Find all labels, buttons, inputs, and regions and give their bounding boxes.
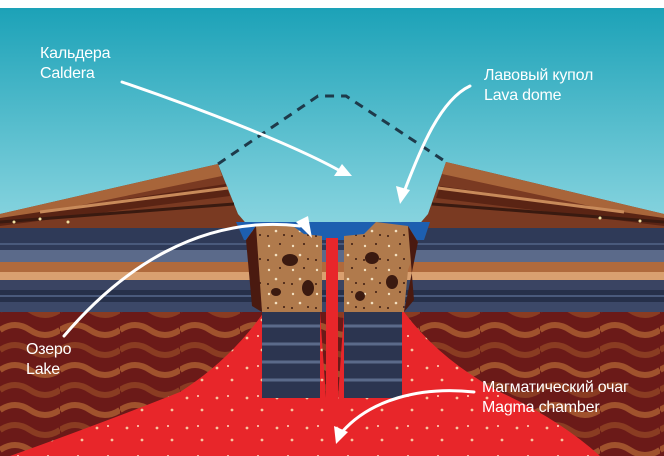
top-band (0, 0, 664, 8)
magma-chamber-label-ru: Магматический очаг (482, 378, 629, 398)
caldera-label-en: Caldera (40, 64, 110, 84)
lake-label: Озеро Lake (26, 340, 71, 380)
lava-dome-label-ru: Лавовый купол (484, 66, 593, 86)
caldera-label: Кальдера Caldera (40, 44, 110, 84)
caldera-label-ru: Кальдера (40, 44, 110, 64)
lava-dome-label-en: Lava dome (484, 86, 593, 106)
lava-dome-label: Лавовый купол Lava dome (484, 66, 593, 106)
lake-label-en: Lake (26, 360, 71, 380)
magma-conduit (326, 238, 338, 404)
magma-chamber-label: Магматический очаг Magma chamber (482, 378, 629, 418)
magma-chamber-label-en: Magma chamber (482, 398, 629, 418)
lake-label-ru: Озеро (26, 340, 71, 360)
